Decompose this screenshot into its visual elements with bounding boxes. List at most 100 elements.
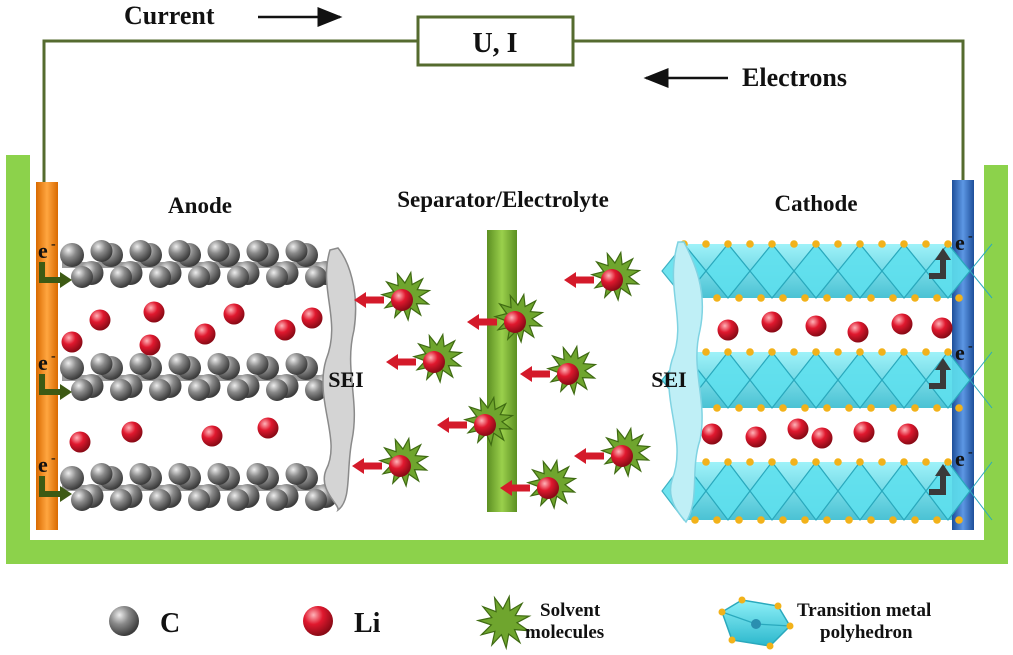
carbon-atom [227,489,249,511]
oxygen-vertex [702,348,710,356]
oxygen-vertex [823,516,831,524]
carbon-atom [90,240,113,262]
electron-marker: e- [38,237,72,288]
oxygen-vertex [823,404,831,412]
oxygen-vertex [746,240,754,248]
svg-text:-: - [51,237,56,252]
legend-solvent-label-1: Solvent [540,600,601,621]
oxygen-vertex [845,294,853,302]
oxygen-vertex [812,348,820,356]
lithium-ion [194,323,216,345]
oxygen-vertex [889,404,897,412]
lithium-ion [391,289,413,311]
svg-text:e: e [955,230,965,255]
carbon-atom [207,240,230,262]
oxygen-vertex [889,516,897,524]
lithium-ion [423,351,445,373]
cathode-sei-label: SEI [651,367,686,392]
oxygen-vertex [757,404,765,412]
carbon-atom [90,463,113,485]
carbon-atom [129,463,152,485]
oxygen-vertex [735,516,743,524]
lithium-ion [805,315,827,337]
carbon-atom [266,266,288,288]
lithium-ion [717,319,739,341]
oxygen-vertex [900,348,908,356]
carbon-atom [149,379,171,401]
lithium-ion [143,301,165,323]
oxygen-vertex [856,458,864,466]
cathode-sei-layer [668,241,704,524]
circuit-wire [42,39,965,182]
migration-arrow [362,462,382,470]
oxygen-vertex [790,348,798,356]
oxygen-vertex [724,348,732,356]
svg-text:e: e [38,452,48,477]
carbon-atom [285,463,308,485]
svg-text:-: - [968,229,973,244]
oxygen-vertex [812,240,820,248]
cathode-label: Cathode [774,191,857,216]
oxygen-vertex [955,294,963,302]
oxygen-vertex [801,516,809,524]
graphite-layer [60,353,338,401]
oxygen-vertex [834,348,842,356]
svg-text:-: - [968,339,973,354]
carbon-atom [60,466,84,490]
legend-polyhedron-label-1: Transition metal [797,600,931,621]
carbon-atom [266,379,288,401]
migration-arrow [574,276,594,284]
lithium-ion [139,334,161,356]
oxygen-vertex [735,404,743,412]
oxygen-vertex [867,294,875,302]
oxygen-vertex [922,458,930,466]
oxygen-vertex [713,294,721,302]
legend-lithium-label: Li [354,608,381,639]
oxygen-vertex [944,348,952,356]
oxygen-vertex [768,458,776,466]
lithium-ion [61,331,83,353]
lithium-ion [504,311,526,333]
oxygen-vertex [790,458,798,466]
oxygen-vertex [801,404,809,412]
oxygen-vertex [779,516,787,524]
electron-marker: e- [38,451,72,502]
carbon-atom [188,379,210,401]
solvated-li-ion [467,292,545,344]
legend: C Li Solvent molecules Transition metal … [109,594,931,651]
carbon-atom [285,353,308,375]
separator [487,230,517,512]
carbon-atom [305,266,327,288]
oxygen-vertex [922,348,930,356]
oxygen-vertex [933,294,941,302]
carbon-atom [188,266,210,288]
oxygen-vertex [834,240,842,248]
oxygen-vertex [713,404,721,412]
lithium-ion [745,426,767,448]
carbon-atom [71,379,93,401]
oxygen-vertex [944,240,952,248]
oxygen-vertex [867,516,875,524]
oxygen-vertex [933,404,941,412]
solvated-li-ion [520,344,598,396]
separator-label: Separator/Electrolyte [397,187,609,212]
oxygen-vertex [900,458,908,466]
svg-text:-: - [51,451,56,466]
oxygen-vertex [834,458,842,466]
svg-text:e: e [955,340,965,365]
legend-lithium-swatch [303,606,333,636]
oxygen-vertex [691,516,699,524]
oxygen-vertex [779,404,787,412]
carbon-atom [60,356,84,380]
carbon-atom [129,353,152,375]
carbon-atom [129,240,152,262]
legend-carbon-label: C [160,608,180,639]
solvated-li-ion [574,426,652,478]
oxygen-vertex [944,458,952,466]
carbon-atom [227,266,249,288]
meter-label: U, I [472,28,517,59]
solvated-li-ion [352,436,430,488]
oxygen-vertex [911,404,919,412]
anode-lithium-ions [61,301,323,453]
